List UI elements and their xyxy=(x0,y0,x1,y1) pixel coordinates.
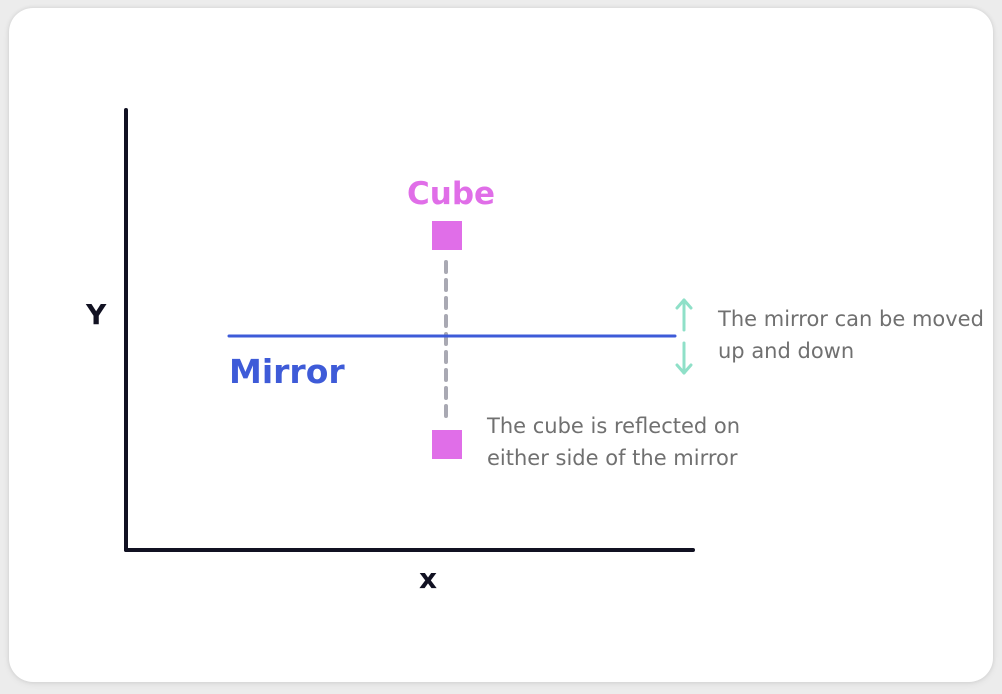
y-axis-label: Y xyxy=(85,298,107,331)
cube-label: Cube xyxy=(407,176,496,212)
x-axis-label: x xyxy=(419,562,437,595)
cube-note: The cube is reflected on either side of … xyxy=(487,414,741,470)
cube-reflection xyxy=(432,430,462,459)
diagram-card xyxy=(9,8,993,682)
arrow-up-icon xyxy=(675,298,693,332)
cube-original xyxy=(432,221,462,250)
mirror-label: Mirror xyxy=(229,352,345,391)
mirror-note: The mirror can be moved up and down xyxy=(718,307,984,363)
arrow-down-icon xyxy=(675,341,693,375)
